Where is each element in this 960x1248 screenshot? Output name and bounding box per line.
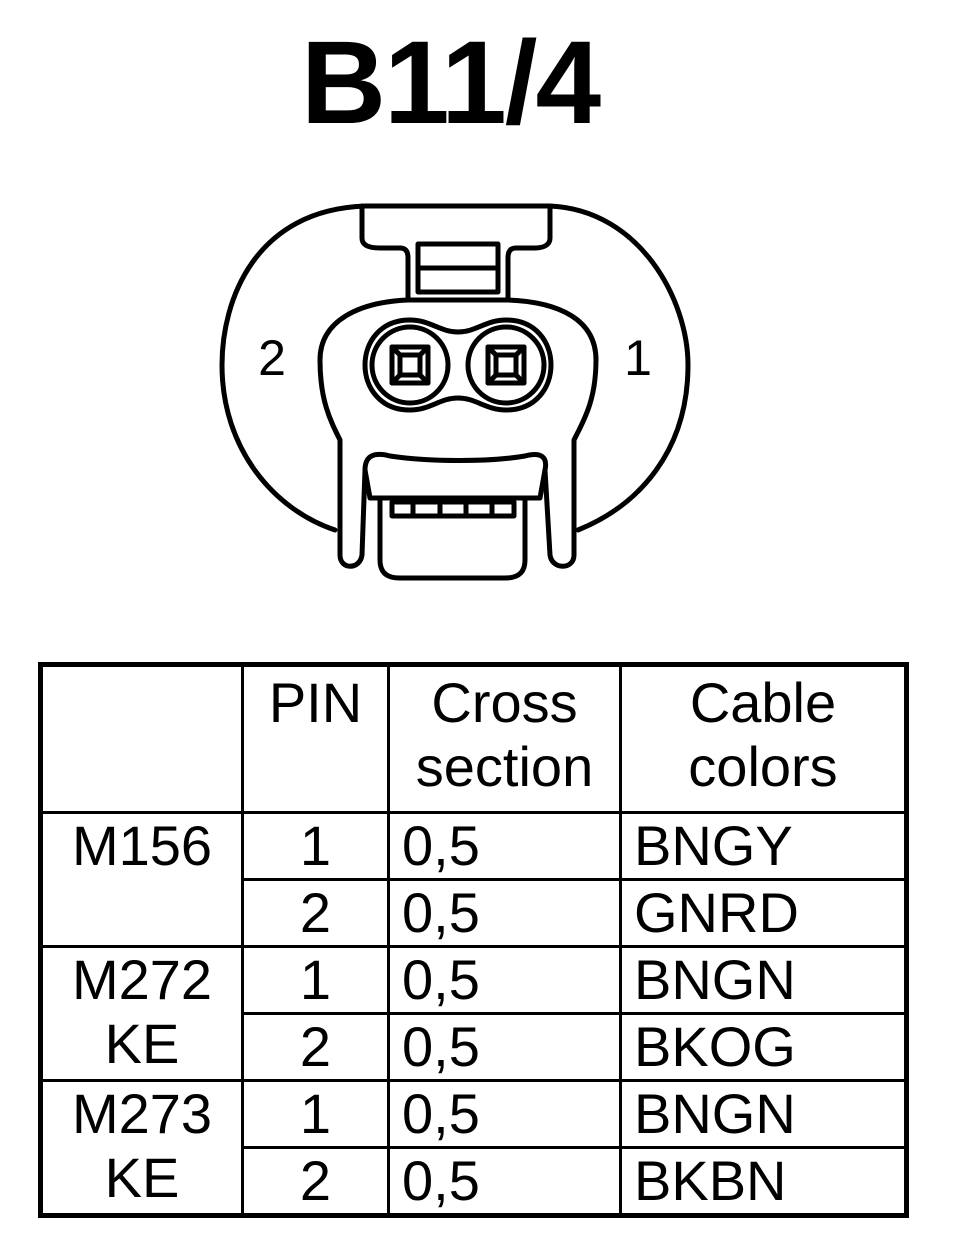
connector-diagram: 2 1	[219, 203, 691, 581]
engine-name: M272	[71, 948, 213, 1012]
cable-color-cell: GNRD	[619, 878, 908, 948]
pin-label-2: 2	[258, 330, 286, 386]
cross-section-cell: 0,5	[387, 878, 622, 948]
terminal-housing	[362, 317, 554, 413]
header-cross-section-line1: Cross	[431, 671, 578, 734]
table-row: 2 0,5 BKOG	[41, 1012, 908, 1082]
table-row: 2 0,5 BKBN	[41, 1146, 908, 1217]
cross-section-cell: 0,5	[387, 945, 622, 1015]
connector-latch	[359, 203, 553, 303]
table-header-row: PIN Cross section Cable colors	[39, 663, 908, 814]
pin-cell: 2	[241, 1012, 390, 1082]
pin-cell: 1	[241, 1079, 390, 1149]
cable-color-cell: BNGN	[619, 1079, 908, 1149]
page-title: B11/4	[300, 17, 601, 149]
engine-cell: M272 KE	[39, 945, 244, 1082]
engine-cell: M273 KE	[39, 1079, 244, 1217]
cross-section-cell: 0,5	[387, 811, 622, 881]
table-row: M156 1 0,5 BNGY	[39, 811, 908, 948]
header-cross-section-line2: section	[415, 735, 594, 798]
header-pin: PIN	[241, 663, 390, 814]
engine-name: M156	[71, 814, 213, 878]
connector-inner-cavity	[317, 297, 599, 569]
engine-cell: M156	[39, 811, 244, 948]
cross-section-cell: 0,5	[387, 1146, 622, 1217]
table-row: M272 KE 1 0,5 BNGN	[39, 945, 908, 1082]
connector-key	[377, 495, 528, 581]
cable-color-cell: BKBN	[619, 1146, 908, 1217]
pin-cell: 1	[241, 945, 390, 1015]
cable-color-cell: BKOG	[619, 1012, 908, 1082]
header-cross-section: Cross section	[387, 663, 622, 814]
header-cable-colors: Cable colors	[619, 663, 908, 814]
connector-housing-outline	[219, 203, 691, 533]
cable-color-cell: BNGY	[619, 811, 908, 881]
pin-cell: 2	[241, 1146, 390, 1217]
engine-name: M273	[71, 1082, 213, 1146]
cross-section-cell: 0,5	[387, 1079, 622, 1149]
pin-assignment-table: PIN Cross section Cable colors M156 1 0,…	[38, 662, 909, 1218]
cross-section-cell: 0,5	[387, 1012, 622, 1082]
header-cable-colors-line1: Cable	[689, 671, 837, 734]
engine-variant: KE	[104, 1012, 180, 1075]
terminal-pin-2	[389, 344, 431, 386]
cable-color-cell: BNGN	[619, 945, 908, 1015]
pin-label-1: 1	[624, 330, 652, 386]
engine-variant: KE	[104, 1146, 180, 1209]
terminal-pin-1	[485, 344, 527, 386]
header-engine	[39, 663, 244, 814]
header-cable-colors-line2: colors	[688, 735, 838, 798]
table-row: 2 0,5 GNRD	[41, 878, 908, 948]
connector-lock	[362, 451, 549, 501]
table-row: M273 KE 1 0,5 BNGN	[39, 1079, 908, 1217]
pin-cell: 2	[241, 878, 390, 948]
pin-cell: 1	[241, 811, 390, 881]
